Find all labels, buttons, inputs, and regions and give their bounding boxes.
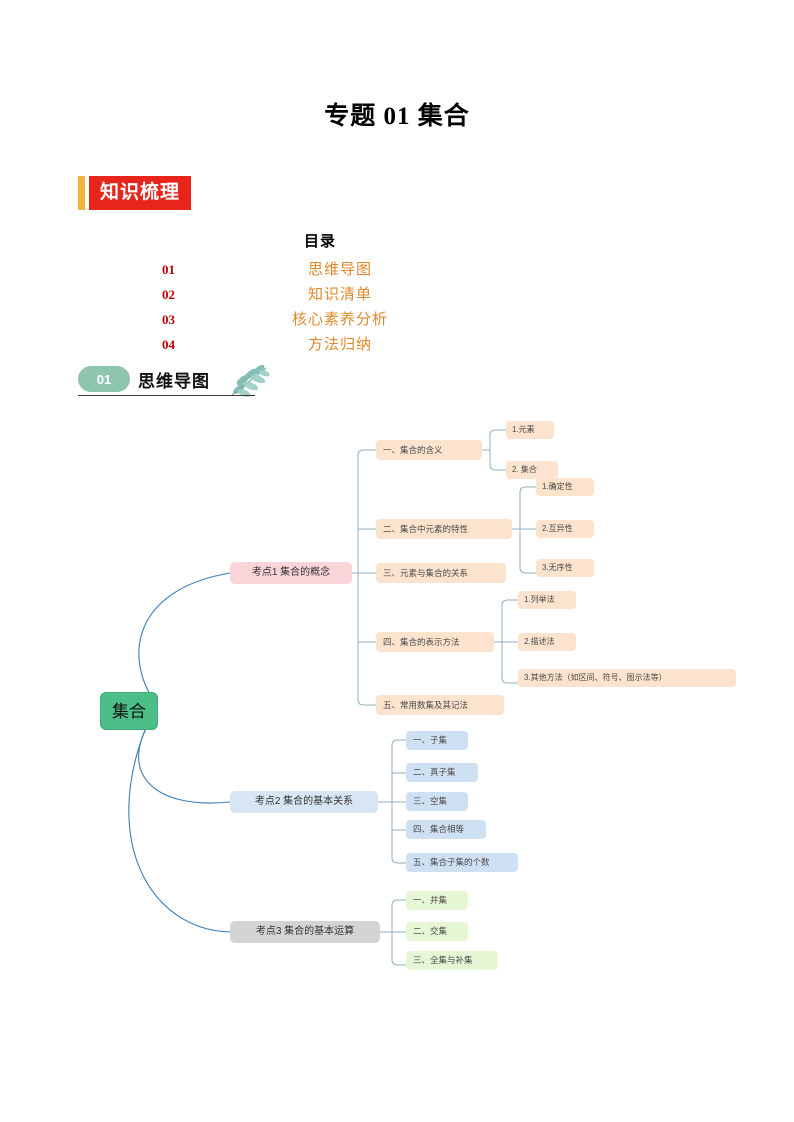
toc-row[interactable]: 02 知识清单 xyxy=(150,283,490,308)
mindmap-sub-node[interactable]: 四、集合的表示方法 xyxy=(376,632,494,652)
mindmap-sub-label: 三、全集与补集 xyxy=(413,955,473,966)
toc-label[interactable]: 方法归纳 xyxy=(307,337,372,353)
mindmap-sub-node[interactable]: 二、集合中元素的特性 xyxy=(376,519,512,539)
mindmap-leaf-label: 2.互异性 xyxy=(542,524,573,533)
mindmap-leaf-label: 2.描述法 xyxy=(524,637,555,646)
mindmap-sub-node[interactable]: 五、集合子集的个数 xyxy=(406,853,518,872)
badge-label: 知识梳理 xyxy=(89,176,192,210)
knowledge-review-badge: 知识梳理 xyxy=(78,176,192,210)
toc-row[interactable]: 04 方法归纳 xyxy=(150,333,490,358)
section-number-pill: 01 xyxy=(78,366,130,392)
mindmap-sub-node[interactable]: 三、全集与补集 xyxy=(406,951,498,970)
mindmap-sub-label: 一、并集 xyxy=(413,895,448,906)
mindmap-sub-node[interactable]: 五、常用数集及其记法 xyxy=(376,695,504,715)
mindmap-root-node[interactable]: 集合 xyxy=(100,692,158,730)
badge-accent-bar xyxy=(78,176,85,210)
page-title: 专题 01 集合 xyxy=(324,103,470,130)
mindmap-root-label: 集合 xyxy=(112,701,146,721)
toc-heading: 目录 xyxy=(303,234,336,250)
section-divider xyxy=(78,395,255,396)
mindmap-topic-label: 考点3 集合的基本运算 xyxy=(255,926,355,937)
mindmap-leaf-label: 3.无序性 xyxy=(542,563,573,572)
toc-row[interactable]: 03 核心素养分析 xyxy=(150,308,490,333)
mindmap-topic-label: 考点2 集合的基本关系 xyxy=(254,796,354,807)
toc-number: 04 xyxy=(162,337,175,352)
mindmap-sub-node[interactable]: 二、真子集 xyxy=(406,763,478,782)
mindmap-sub-label: 五、集合子集的个数 xyxy=(413,857,490,868)
mindmap-sub-label: 四、集合相等 xyxy=(413,824,465,835)
section-header: 01 思维导图 xyxy=(78,364,270,399)
mindmap-topic-node[interactable]: 考点2 集合的基本关系 xyxy=(230,791,378,813)
mindmap-sub-label: 二、集合中元素的特性 xyxy=(383,523,469,534)
toc-number: 03 xyxy=(162,312,175,327)
mindmap-sub-label: 三、空集 xyxy=(413,796,448,807)
mindmap-sub-label: 二、交集 xyxy=(413,926,448,937)
toc-number: 02 xyxy=(162,287,175,302)
mindmap-sub-label: 二、真子集 xyxy=(413,767,456,778)
mindmap-topic-node[interactable]: 考点3 集合的基本运算 xyxy=(230,921,380,943)
leaf-branch-icon xyxy=(226,364,272,403)
mindmap-sub-label: 四、集合的表示方法 xyxy=(383,636,460,647)
toc-label[interactable]: 核心素养分析 xyxy=(291,312,388,328)
toc-label[interactable]: 知识清单 xyxy=(307,287,372,303)
mindmap-sub-node[interactable]: 四、集合相等 xyxy=(406,820,486,839)
mindmap-leaf-label: 1.列举法 xyxy=(524,595,555,604)
mindmap-leaf-node[interactable]: 3.其他方法（如区间、符号、图示法等） xyxy=(518,669,736,687)
mindmap-leaf-node[interactable]: 1.确定性 xyxy=(536,478,594,496)
mindmap-leaf-label: 2. 集合 xyxy=(512,465,537,474)
mindmap-sub-node[interactable]: 二、交集 xyxy=(406,922,468,941)
section-title: 思维导图 xyxy=(138,372,210,391)
mindmap-leaf-label: 1.元素 xyxy=(512,425,535,434)
mindmap-canvas: 集合 考点1 集合的概念 一、集合的含义 1.元素 2. 集合 二、集合中元素的… xyxy=(0,410,794,1010)
toc-label[interactable]: 思维导图 xyxy=(307,262,372,278)
mindmap-leaf-node[interactable]: 1.元素 xyxy=(506,421,554,439)
mindmap-leaf-node[interactable]: 1.列举法 xyxy=(518,591,576,609)
mindmap-sub-node[interactable]: 一、集合的含义 xyxy=(376,440,482,460)
mindmap-sub-label: 五、常用数集及其记法 xyxy=(383,699,469,710)
mindmap-leaf-node[interactable]: 2.描述法 xyxy=(518,633,576,651)
mindmap-sub-label: 三、元素与集合的关系 xyxy=(383,567,469,578)
mindmap-sub-node[interactable]: 一、子集 xyxy=(406,731,468,750)
mindmap-connectors xyxy=(128,429,536,966)
table-of-contents: 目录 01 思维导图 02 知识清单 03 核心素养分析 04 方法归纳 xyxy=(150,230,490,358)
mindmap-sub-node[interactable]: 一、并集 xyxy=(406,891,468,910)
mindmap-leaf-node[interactable]: 2. 集合 xyxy=(506,461,558,479)
mindmap-leaf-node[interactable]: 3.无序性 xyxy=(536,559,594,577)
mindmap-leaf-label: 3.其他方法（如区间、符号、图示法等） xyxy=(524,673,667,682)
toc-row[interactable]: 01 思维导图 xyxy=(150,258,490,283)
mindmap-topic-node[interactable]: 考点1 集合的概念 xyxy=(230,562,352,584)
mindmap-topic-label: 考点1 集合的概念 xyxy=(251,567,331,578)
mindmap-sub-node[interactable]: 三、元素与集合的关系 xyxy=(376,563,506,583)
mindmap-leaf-label: 1.确定性 xyxy=(542,482,573,491)
mindmap-sub-label: 一、集合的含义 xyxy=(383,444,443,455)
toc-number: 01 xyxy=(162,262,175,277)
mindmap-sub-label: 一、子集 xyxy=(413,735,448,746)
mindmap-leaf-node[interactable]: 2.互异性 xyxy=(536,520,594,538)
mindmap-sub-node[interactable]: 三、空集 xyxy=(406,792,468,811)
